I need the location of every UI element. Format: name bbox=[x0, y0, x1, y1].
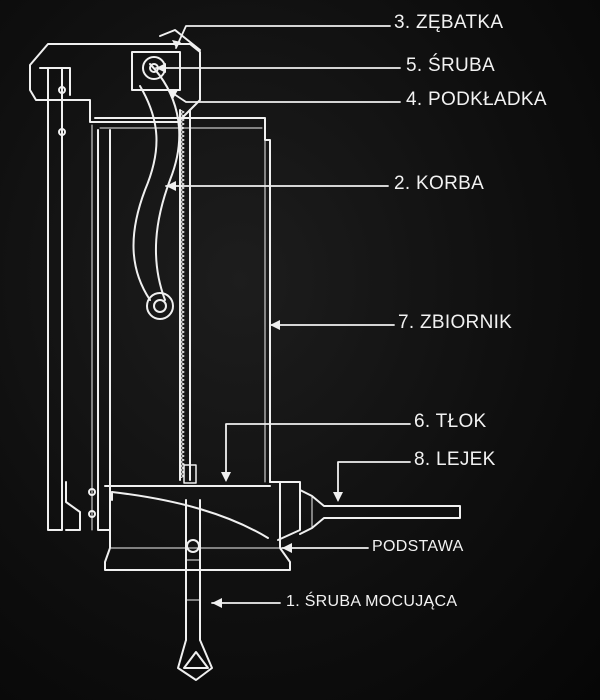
gear-rack bbox=[179, 109, 197, 484]
base bbox=[65, 481, 301, 571]
label-korba: 2. KORBA bbox=[394, 173, 485, 194]
label-podstawa: PODSTAWA bbox=[372, 538, 464, 555]
label-podkladka: 4. PODKŁADKA bbox=[406, 89, 547, 110]
arrowhead-lejek bbox=[333, 492, 343, 502]
arrowhead-tlok bbox=[221, 472, 231, 482]
label-zbiornik: 7. ZBIORNIK bbox=[398, 312, 513, 333]
leader-lejek bbox=[337, 461, 411, 501]
arrowhead-podkladka bbox=[168, 90, 178, 99]
label-lejek: 8. LEJEK bbox=[414, 449, 496, 470]
leader-zebatka bbox=[175, 25, 391, 49]
arrowhead-korba bbox=[166, 181, 176, 191]
label-sruba: 5. ŚRUBA bbox=[406, 55, 495, 76]
arrowhead-zebatka bbox=[172, 40, 181, 48]
piston bbox=[104, 485, 271, 539]
funnel bbox=[299, 489, 461, 535]
arrowhead-zbiornik bbox=[270, 320, 280, 330]
left-frame-column bbox=[47, 67, 111, 531]
leader-tlok bbox=[225, 423, 411, 481]
arrowheads bbox=[156, 40, 343, 608]
label-tlok: 6. TŁOK bbox=[414, 411, 487, 432]
mounting-screw bbox=[177, 499, 213, 681]
leader-podkladka bbox=[167, 89, 401, 103]
arrowhead-podstawa bbox=[282, 543, 292, 553]
arrowhead-sruba bbox=[156, 63, 166, 73]
top-housing bbox=[29, 29, 201, 123]
arrowhead-sruba-mocujaca bbox=[212, 598, 222, 608]
leader-lines bbox=[155, 25, 411, 604]
label-sruba-mocujaca: 1. ŚRUBA MOCUJĄCA bbox=[286, 593, 458, 610]
label-zebatka: 3. ZĘBATKA bbox=[394, 12, 504, 33]
